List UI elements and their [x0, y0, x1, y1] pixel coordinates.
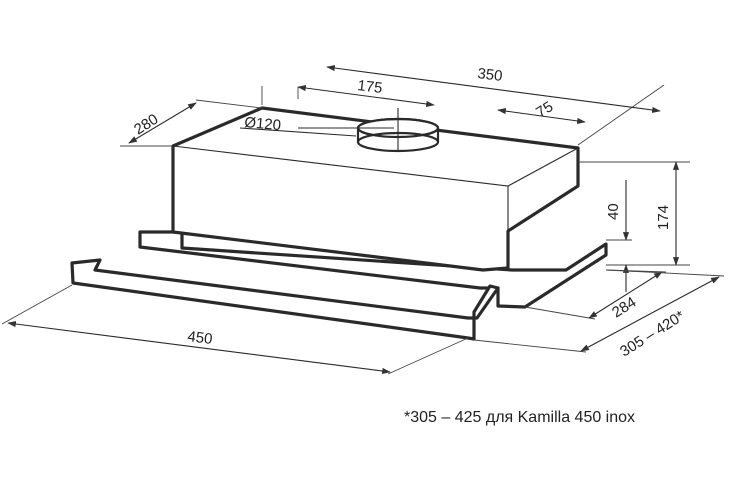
dim-depth-top: 280	[131, 111, 161, 139]
footnote: *305 – 425 для Kamilla 450 inox	[404, 409, 636, 426]
front-panel	[70, 258, 500, 341]
dim-height-front: 40	[605, 203, 622, 220]
dim-width-front: 450	[187, 328, 214, 348]
dim-depth-bottom: 284	[609, 294, 639, 322]
front-panel-inner	[94, 269, 469, 319]
housing-front-edge	[172, 145, 579, 231]
dim-duct-edge: 75	[533, 98, 556, 121]
dim-duct-diameter: Ø120	[244, 114, 282, 134]
bottom-plate	[138, 230, 608, 309]
duct-outlet	[298, 108, 440, 153]
dim-height-total: 174	[655, 205, 672, 230]
dim-width-top: 350	[477, 65, 504, 85]
dim-duct-offset: 175	[357, 77, 384, 97]
hood-body	[70, 106, 608, 341]
